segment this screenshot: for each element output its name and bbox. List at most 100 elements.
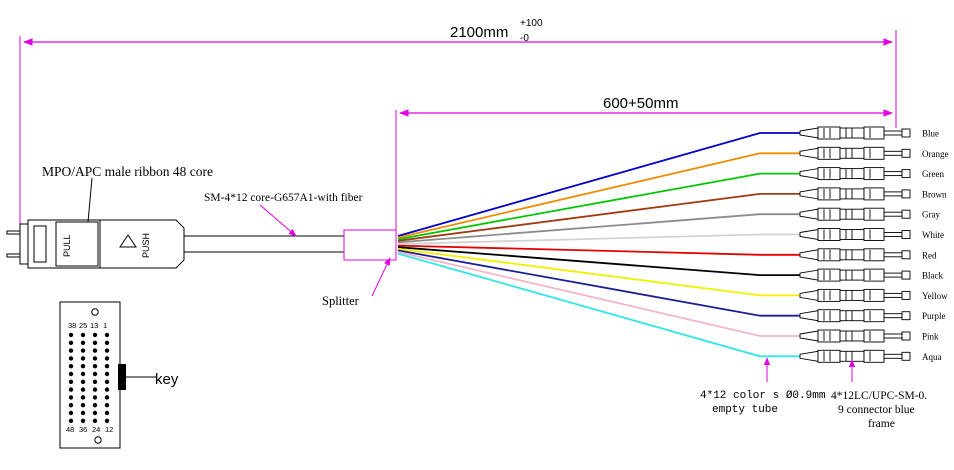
fiber-black — [397, 246, 800, 277]
fiber-aqua — [397, 252, 800, 358]
face-fiber-dot — [68, 379, 74, 384]
lc-label-line2: 9 connector blue — [838, 404, 915, 416]
fiber-brown — [397, 192, 800, 242]
face-fiber-dot — [80, 403, 86, 408]
face-fiber-dot — [104, 418, 110, 423]
fiber-color-labels: BlueOrangeGreenBrownGrayWhiteRedBlackYel… — [922, 129, 949, 362]
fiber-label-white: White — [922, 230, 944, 240]
tube-label-line2: empty tube — [712, 404, 778, 416]
fiber-fanout — [397, 132, 800, 358]
face-top-number-2: 25 — [79, 321, 87, 330]
face-bottom-number-1: 48 — [66, 425, 74, 434]
mpo-face-hole-top — [91, 308, 99, 316]
cable-label: SM-4*12 core-G657A1-with fiber — [204, 192, 363, 204]
face-fiber-dot — [92, 340, 98, 345]
face-fiber-dot — [68, 395, 74, 400]
fiber-red — [397, 244, 800, 256]
fiber-label-yellow: Yellow — [922, 291, 948, 301]
face-fiber-dot — [104, 387, 110, 392]
face-fiber-dot — [92, 356, 98, 361]
face-fiber-dot — [104, 379, 110, 384]
mpo-boot — [99, 219, 185, 269]
dimension-fanout — [395, 109, 893, 234]
face-fiber-dot — [68, 371, 74, 377]
fiber-green — [397, 172, 800, 241]
face-fiber-dot — [104, 348, 110, 353]
fiber-label-aqua: Aqua — [922, 352, 942, 362]
face-fiber-dot — [104, 340, 110, 345]
push-triangle-icon — [119, 234, 137, 248]
lc-label-line3: frame — [868, 418, 895, 430]
fiber-label-gray: Gray — [922, 210, 940, 220]
mpo-face-view: 38 25 13 1 48 36 24 12 — [59, 301, 126, 449]
face-fiber-dot — [80, 418, 86, 423]
face-fiber-dot — [68, 340, 74, 345]
face-fiber-dot — [92, 371, 98, 377]
fiber-purple — [397, 249, 800, 317]
face-top-number-3: 13 — [90, 321, 98, 330]
fiber-label-green: Green — [922, 169, 944, 179]
lc-connector-black — [799, 268, 911, 282]
face-fiber-dot — [104, 410, 110, 416]
face-fiber-dot — [92, 332, 98, 338]
face-bottom-number-2: 36 — [79, 425, 87, 434]
fiber-orange — [397, 152, 800, 239]
lc-connector-green — [799, 167, 911, 181]
lc-connector-orange — [799, 146, 911, 160]
face-fiber-dot — [92, 379, 98, 384]
lc-connector-blue — [799, 126, 911, 140]
lc-connector-red — [799, 248, 911, 262]
fiber-label-orange: Orange — [922, 149, 949, 159]
guide-pin-top — [6, 230, 22, 235]
lc-connector-purple — [799, 309, 911, 323]
face-bottom-number-4: 12 — [105, 425, 113, 434]
face-fiber-dot — [104, 371, 110, 377]
face-fiber-dot — [104, 332, 110, 338]
face-fiber-dot — [92, 348, 98, 353]
fiber-label-purple: Purple — [922, 311, 946, 321]
face-bottom-number-3: 24 — [92, 425, 100, 434]
lc-connector-pink — [799, 329, 911, 343]
fiber-label-brown: Brown — [922, 189, 947, 199]
face-fiber-dot — [68, 418, 74, 423]
face-fiber-dot — [80, 387, 86, 392]
face-top-number-4: 1 — [103, 321, 107, 330]
face-fiber-dot — [68, 364, 74, 369]
fiber-blue — [397, 132, 800, 237]
fiber-gray — [397, 213, 800, 244]
face-top-number-1: 38 — [68, 321, 76, 330]
lc-connector-gray — [799, 207, 911, 221]
total-tolerance-plus: +100 — [520, 18, 543, 29]
mpo-face-hole-bottom — [94, 436, 102, 444]
face-fiber-dot — [104, 356, 110, 361]
lc-connector-brown — [799, 187, 911, 201]
guide-pin-bottom — [6, 253, 22, 258]
face-fiber-dot — [80, 395, 86, 400]
face-fiber-dot — [104, 395, 110, 400]
face-fiber-dot — [92, 395, 98, 400]
total-tolerance-minus: -0 — [520, 33, 529, 44]
pull-label: PULL — [62, 234, 72, 257]
face-fiber-dot — [80, 332, 86, 338]
face-fiber-dot — [80, 364, 86, 369]
fiber-label-blue: Blue — [922, 129, 939, 139]
push-label: PUSH — [141, 233, 151, 258]
face-fiber-dot — [92, 364, 98, 369]
lc-connector-white — [799, 228, 911, 241]
face-fiber-dot — [80, 371, 86, 377]
fiber-pink — [397, 251, 800, 337]
fiber-label-pink: Pink — [922, 332, 939, 342]
face-fiber-dot — [80, 410, 86, 416]
mpo-connector — [6, 219, 185, 269]
mpo-key-tab — [118, 364, 126, 390]
splitter-label: Splitter — [322, 294, 360, 308]
face-fiber-dot — [80, 348, 86, 353]
lc-connector-array — [799, 126, 911, 363]
face-fiber-dot — [92, 410, 98, 416]
dimension-total — [19, 30, 897, 236]
lc-connector-aqua — [799, 349, 911, 363]
splitter-body — [343, 229, 397, 261]
fiber-yellow — [397, 247, 800, 297]
tube-label-line1: 4*12 color s Ø0.9mm — [700, 390, 826, 402]
